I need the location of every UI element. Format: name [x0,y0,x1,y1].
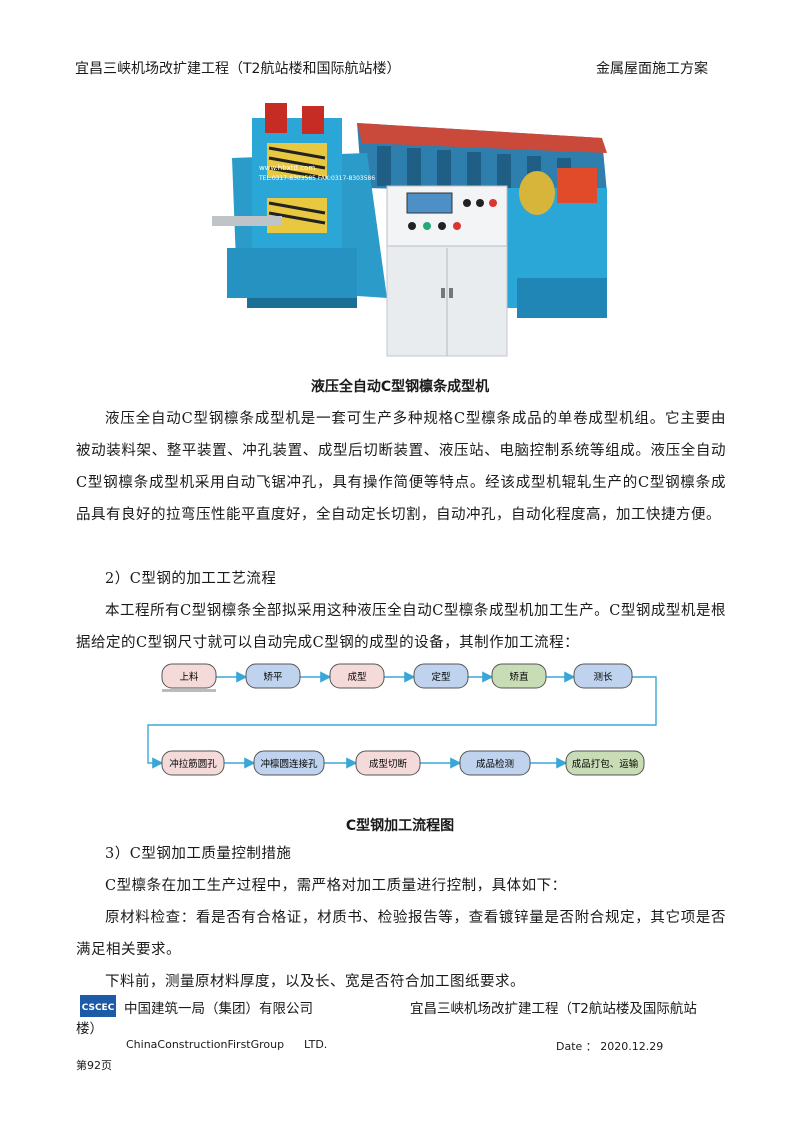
photo-watermark-url: www.hbxtd.com [259,164,315,172]
photo-watermark-contact: TEL:0317-8303585 FAX:0317-8303586 [258,175,375,182]
footer-project: 宜昌三峡机场改扩建工程（T2航站楼及国际航站 [410,1001,697,1017]
company-logo: CSCEC [80,995,116,1017]
flow-node-8 [253,750,325,776]
flow-node-1 [161,663,217,689]
flow-node-3 [329,663,385,689]
footer-ltd: LTD. [304,1038,328,1051]
flow-node-2 [245,663,301,689]
flow-node-5-label: 矫直 [509,671,529,683]
process-flowchart: 上料 矫平 成型 定型 矫直 测长 冲拉筋圆孔 冲檩圆连接孔 成型切断 成品检测… [147,663,657,776]
flow-node-10-label: 成品检测 [476,758,514,770]
flow-node-6-label: 测长 [593,671,613,683]
footer-project-wrap: 楼） [76,1021,103,1037]
flow-node-7 [161,750,225,776]
page-number: 第92页 [76,1059,112,1072]
footer-company-en: ChinaConstructionFirstGroup [126,1038,285,1051]
paragraph-before-cutting: 下料前，测量原材料厚度，以及长、宽是否符合加工图纸要求。 [105,974,525,990]
flow-node-9 [355,750,421,776]
flow-node-10 [459,750,531,776]
paragraph-material-check: 原材料检查：看是否有合格证，材质书、检验报告等，查看镀锌量是否附合规定，其它项是… [76,910,726,958]
paragraph-machine-intro: 液压全自动C型钢檩条成型机是一套可生产多种规格C型檩条成品的单卷成型机组。它主要… [76,411,726,523]
flow-node-11-label: 成品打包、运输 [572,758,639,770]
flow-node-11 [565,750,645,776]
figure-caption-machine: 液压全自动C型钢檩条成型机 [310,379,490,395]
section-heading-quality: 3）C型钢加工质量控制措施 [105,846,292,862]
flow-node-7-label: 冲拉筋圆孔 [169,758,217,770]
flow-node-3-label: 成型 [347,671,367,683]
flow-node-6 [573,663,633,689]
machine-photo: www.hbxtd.com TEL:0317-8303585 FAX:0317-… [207,98,619,360]
logo-text: CSCEC [82,1003,115,1013]
flow-node-8-label: 冲檩圆连接孔 [260,758,318,770]
header-doc-name: 金属屋面施工方案 [596,61,708,77]
header-title: 宜昌三峡机场改扩建工程（T2航站楼和国际航站楼） [75,61,401,77]
figure-caption-flowchart: C型钢加工流程图 [345,818,455,834]
footer-date: Date ： 2020.12.29 [556,1040,664,1053]
footer-company-cn: 中国建筑一局（集团）有限公司 [124,1001,313,1017]
flow-node-9-label: 成型切断 [369,758,408,770]
paragraph-process-intro: 本工程所有C型钢檩条全部拟采用这种液压全自动C型檩条成型机加工生产。C型钢成型机… [76,603,726,651]
flow-node-2-label: 矫平 [263,671,283,683]
paragraph-quality-intro: C型檩条在加工生产过程中，需严格对加工质量进行控制，具体如下： [105,878,567,894]
flow-node-5 [491,663,547,689]
flow-node-4 [413,663,469,689]
flow-node-4-label: 定型 [431,671,451,683]
section-heading-process: 2）C型钢的加工工艺流程 [105,571,277,587]
flow-node-1-label: 上料 [179,671,199,683]
